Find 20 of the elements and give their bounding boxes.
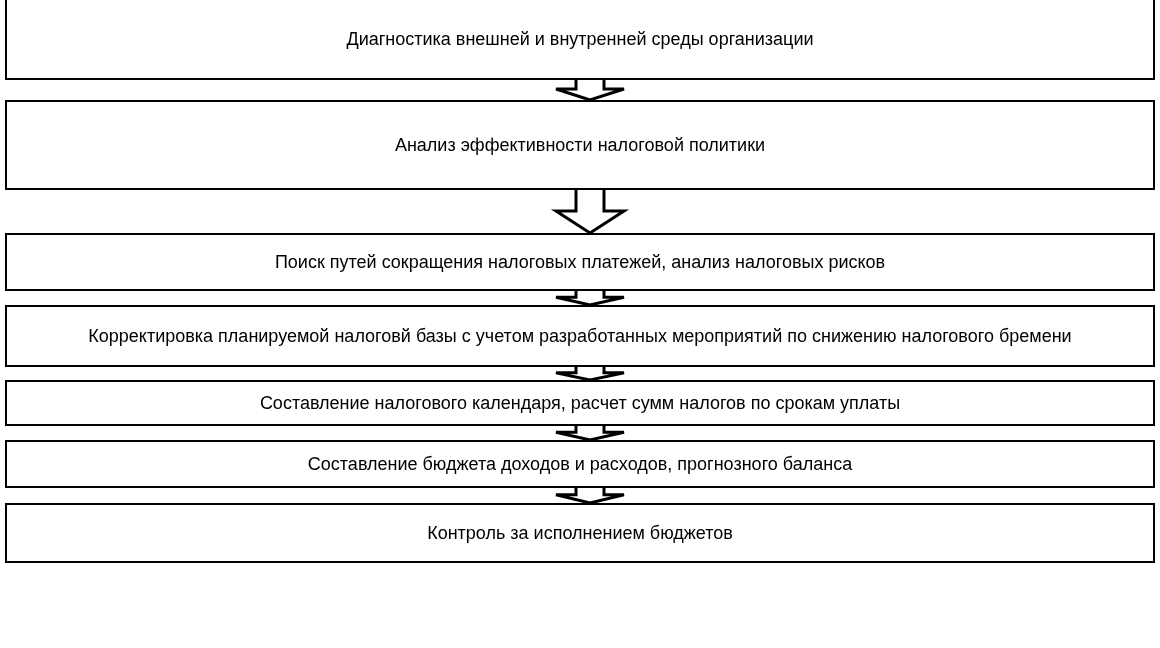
block-arrow [554,78,626,102]
process-box [5,503,1155,563]
block-arrow [554,289,626,307]
process-box [5,380,1155,426]
step-text: Составление налогового календаря, расчет сумм налогов по срокам уплаты [258,391,902,415]
process-box [5,0,1155,80]
step-text: Контроль за исполнением бюджетов [426,521,734,545]
process-box [5,233,1155,291]
block-arrow [554,424,626,442]
step-text: Поиск путей сокращения налоговых платежей, анализ налоговых рисков [273,250,887,274]
process-box [5,305,1155,367]
block-arrow [554,365,626,382]
block-arrow [550,188,630,235]
block-arrow [554,486,626,505]
step-text: Диагностика внешней и внутренней среды организации [345,27,815,51]
process-box [5,100,1155,190]
step-text: Анализ эффективности налоговой политики [393,133,767,157]
step-text: Составление бюджета доходов и расходов, прогнозного баланса [306,452,854,476]
process-box [5,440,1155,488]
step-text: Корректировка планируемой налоговй базы с учетом разработанных мероприятий по снижению налогового бремени [87,324,1073,348]
